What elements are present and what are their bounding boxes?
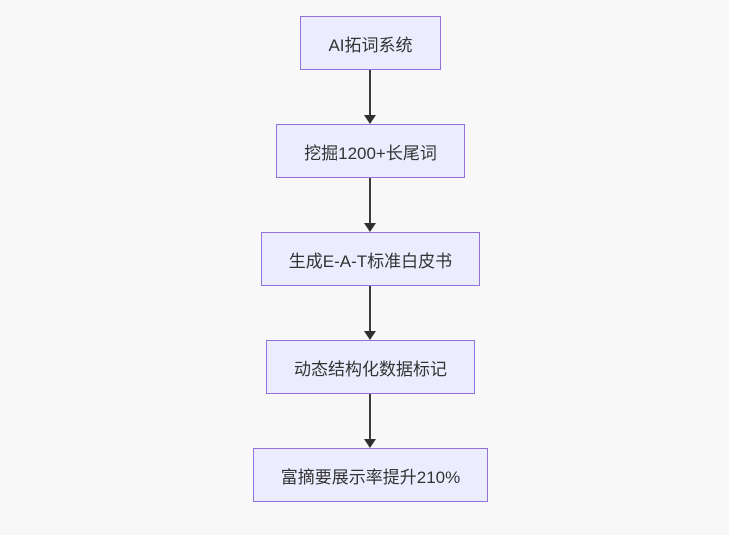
arrowhead-down-icon <box>364 223 377 232</box>
edge-line <box>369 394 372 439</box>
node-label: AI拓词系统 <box>328 35 413 55</box>
flowchart-edge-2 <box>364 178 377 232</box>
flowchart-edge-1 <box>364 70 377 124</box>
node-label: 动态结构化数据标记 <box>293 359 447 379</box>
node-label: 富摘要展示率提升210% <box>280 467 461 487</box>
edge-line <box>369 286 372 331</box>
arrowhead-down-icon <box>364 115 377 124</box>
flowchart-edge-3 <box>364 286 377 340</box>
flowchart-node-structured-data: 动态结构化数据标记 <box>265 340 475 394</box>
edge-line <box>369 178 372 223</box>
flowchart-node-rich-snippet-rate: 富摘要展示率提升210% <box>252 448 489 502</box>
flowchart-node-longtail-mining: 挖掘1200+长尾词 <box>276 124 465 178</box>
flowchart-edge-4 <box>364 394 377 448</box>
node-label: 生成E-A-T标准白皮书 <box>288 251 453 271</box>
node-label: 挖掘1200+长尾词 <box>304 143 437 163</box>
flowchart-column: AI拓词系统 挖掘1200+长尾词 生成E-A-T标准白皮书 动态结构化数据标记 <box>252 16 489 502</box>
flowchart-node-eat-whitepaper: 生成E-A-T标准白皮书 <box>260 232 481 286</box>
arrowhead-down-icon <box>364 331 377 340</box>
flowchart-node-ai-keyword-system: AI拓词系统 <box>300 16 441 70</box>
arrowhead-down-icon <box>364 439 377 448</box>
edge-line <box>369 70 372 115</box>
